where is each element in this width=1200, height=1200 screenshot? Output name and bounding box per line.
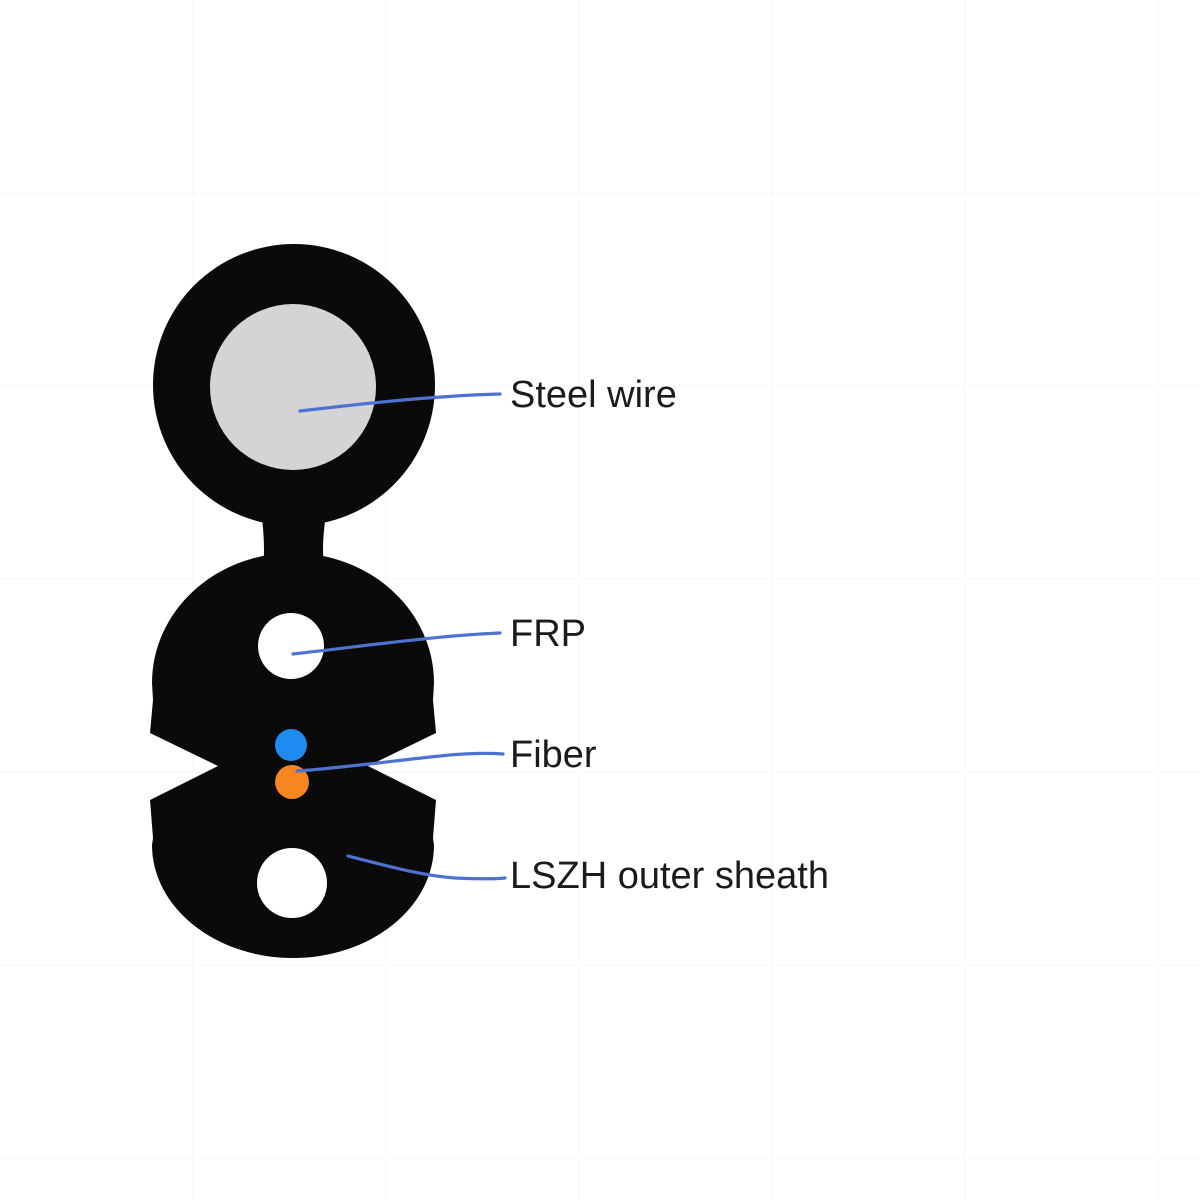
frp-rod-bottom xyxy=(257,848,327,918)
label-fiber: Fiber xyxy=(510,734,597,777)
leader-line-frp xyxy=(291,631,502,656)
label-steel-wire: Steel wire xyxy=(510,374,677,417)
label-frp: FRP xyxy=(510,613,586,656)
leader-line-fiber xyxy=(295,751,505,773)
fiber-blue-dot xyxy=(275,729,307,761)
steel-wire-core xyxy=(210,304,376,470)
fiber-orange-dot xyxy=(275,765,309,799)
label-lszh-outer-sheath: LSZH outer sheath xyxy=(510,855,829,898)
leader-line-lszh xyxy=(346,854,507,881)
leader-lines xyxy=(291,392,507,881)
frp-rod-top xyxy=(258,613,324,679)
leader-line-steel-wire xyxy=(298,392,502,413)
